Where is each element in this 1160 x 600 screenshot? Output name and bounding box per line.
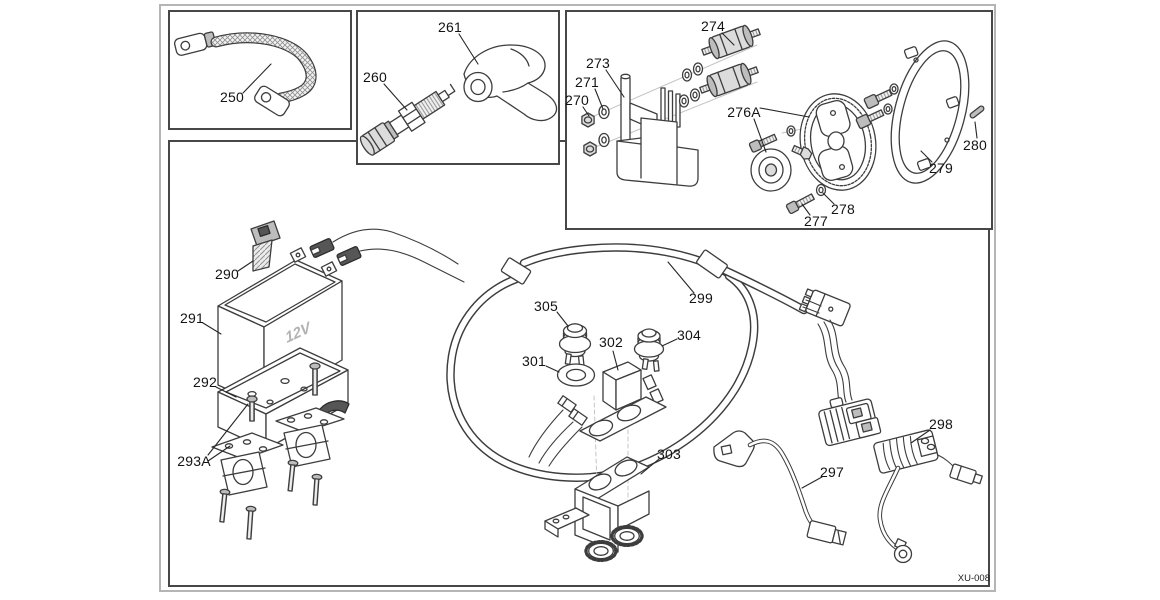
callout-250: 250 <box>220 89 244 105</box>
callout-274: 274 <box>701 18 725 34</box>
callout-273: 273 <box>586 55 610 71</box>
inset-panel-battery-cable <box>168 10 352 130</box>
callout-298: 298 <box>929 416 953 432</box>
callout-290: 290 <box>215 266 239 282</box>
callout-304: 304 <box>677 327 701 343</box>
callout-302: 302 <box>599 334 623 350</box>
callout-292: 292 <box>193 374 217 390</box>
callout-305: 305 <box>534 298 558 314</box>
callout-276A: 276A <box>727 104 761 120</box>
callout-277: 277 <box>804 213 828 229</box>
callout-301: 301 <box>522 353 546 369</box>
callout-291: 291 <box>180 310 204 326</box>
callout-278: 278 <box>831 201 855 217</box>
callout-279: 279 <box>929 160 953 176</box>
callout-270: 270 <box>565 92 589 108</box>
callout-280: 280 <box>963 137 987 153</box>
callout-271: 271 <box>575 74 599 90</box>
inset-panel-ignition <box>565 10 993 230</box>
callout-299: 299 <box>689 290 713 306</box>
callout-260: 260 <box>363 69 387 85</box>
callout-297: 297 <box>820 464 844 480</box>
callout-303: 303 <box>657 446 681 462</box>
drawing-code: XU-008 <box>957 573 990 584</box>
callout-261: 261 <box>438 19 462 35</box>
callout-293A: 293A <box>177 453 211 469</box>
